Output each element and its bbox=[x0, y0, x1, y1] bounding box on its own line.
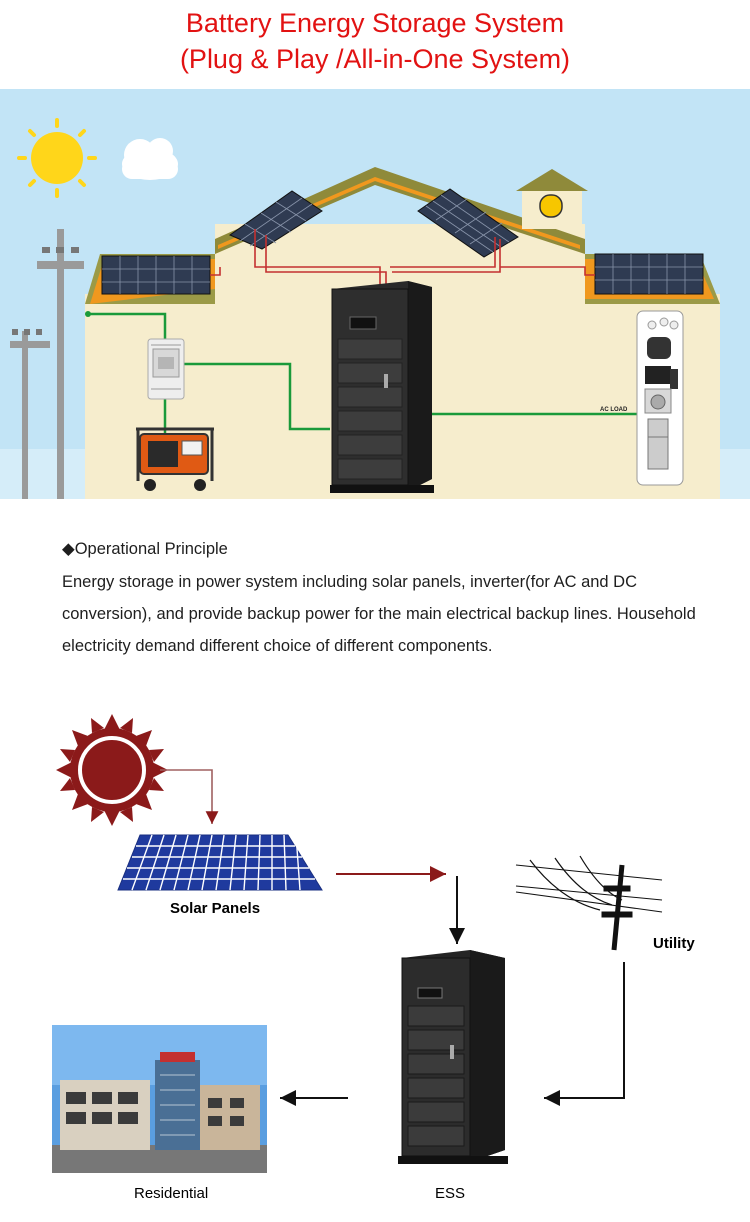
flow-diagram: Solar Panels Utility ESS bbox=[52, 714, 695, 1202]
ac-load-label: AC LOAD bbox=[600, 407, 628, 413]
roof-solar-panel-4 bbox=[594, 253, 704, 295]
residential-label: Residential bbox=[134, 1185, 208, 1202]
utility-pole-icon bbox=[515, 855, 663, 951]
solar-panel-array bbox=[117, 834, 323, 891]
sun-icon bbox=[17, 118, 97, 198]
ess-cabinet bbox=[330, 281, 434, 493]
page-title: Battery Energy Storage System bbox=[185, 8, 565, 38]
sun-to-panels-arrow bbox=[160, 769, 219, 824]
roof-solar-panel-2 bbox=[417, 188, 519, 258]
ac-load-panel bbox=[636, 310, 684, 486]
house-illustration: AC LOAD bbox=[0, 89, 750, 499]
utility-pole-left bbox=[10, 229, 84, 499]
dormer-window bbox=[516, 169, 588, 229]
principle-section: ◆Operational Principle Energy storage in… bbox=[62, 538, 722, 662]
sun-icon bbox=[56, 714, 168, 826]
principle-body: Energy storage in power system including… bbox=[62, 573, 696, 655]
roof-solar-panel-3 bbox=[101, 255, 211, 295]
roof-solar-panel-1 bbox=[228, 190, 323, 250]
cloud-icon bbox=[122, 138, 178, 180]
solar-panels-label: Solar Panels bbox=[170, 900, 260, 917]
fridge-icon bbox=[647, 418, 669, 470]
transfer-switch bbox=[147, 338, 185, 400]
utility-label: Utility bbox=[653, 935, 695, 952]
ac-wiring bbox=[88, 312, 637, 434]
ess-cabinet bbox=[398, 950, 508, 1164]
page-subtitle: (Plug & Play /All-in-One System) bbox=[179, 44, 571, 74]
rice-cooker-icon bbox=[647, 337, 671, 359]
computer-icon bbox=[645, 366, 671, 384]
dc-wiring bbox=[210, 229, 595, 284]
ess-label: ESS bbox=[435, 1185, 465, 1202]
generator-icon bbox=[136, 427, 214, 491]
residential-building bbox=[52, 1025, 267, 1173]
utility-to-ess-arrow bbox=[544, 962, 625, 1106]
principle-heading: ◆Operational Principle bbox=[62, 540, 228, 558]
